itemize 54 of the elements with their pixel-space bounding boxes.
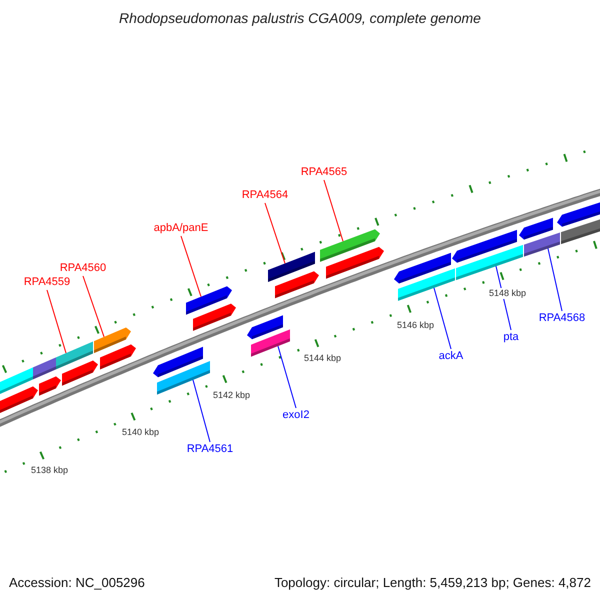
- gene-bar: [326, 246, 384, 279]
- gene-bar: [153, 346, 203, 378]
- gene-bar: [193, 304, 236, 331]
- leader-line: [324, 180, 344, 242]
- gene-bar: [557, 200, 600, 227]
- gene-bar: [62, 360, 98, 386]
- leader-line: [192, 379, 210, 442]
- gene-bar: [275, 271, 319, 298]
- position-label: 5138 kbp: [31, 465, 68, 476]
- position-label: 5148 kbp: [489, 288, 526, 299]
- gene-bar: [39, 376, 61, 396]
- gene-bar: [394, 252, 451, 284]
- gene-bar: [251, 329, 290, 357]
- leader-line: [548, 248, 562, 312]
- gene-label: RPA4565: [300, 166, 348, 179]
- footer-text: Topology: circular; Length: 5,459,213 bp; Genes: 4,872: [274, 575, 591, 590]
- gene-bar: [157, 361, 210, 395]
- gene-bar: [94, 328, 131, 354]
- gene-bar: [0, 367, 33, 395]
- gene-label: pta: [503, 331, 519, 344]
- gene-bar: [186, 286, 232, 315]
- gene-label: exoI2: [282, 409, 310, 422]
- gene-bar: [33, 357, 56, 380]
- gene-bar: [456, 244, 523, 280]
- position-label: 5140 kbp: [122, 427, 160, 438]
- position-label: 5146 kbp: [397, 320, 434, 331]
- gene-bar: [247, 315, 283, 340]
- leader-line: [180, 236, 202, 298]
- gene-bar: [398, 268, 455, 301]
- gene-bar: [268, 252, 315, 282]
- leader-line: [46, 290, 66, 354]
- leader-line: [264, 202, 286, 264]
- position-label: 5144 kbp: [304, 353, 342, 364]
- gene-label: RPA4561: [186, 443, 234, 456]
- gene-bar: [561, 217, 600, 244]
- footer-text: Accession: NC_005296: [9, 575, 145, 590]
- gene-bar: [100, 344, 136, 370]
- gene-bar: [519, 218, 553, 240]
- gene-bar: [56, 342, 93, 370]
- gene-bar: [524, 232, 560, 257]
- gene-label: RPA4564: [242, 189, 288, 202]
- gene-bar: [0, 386, 38, 416]
- gene-label: apbA/panE: [154, 222, 208, 235]
- gene-label: ackA: [438, 350, 464, 363]
- leader-line: [434, 287, 452, 350]
- gene-label: RPA4559: [24, 276, 70, 289]
- gene-bar: [320, 229, 380, 262]
- position-label: 5142 kbp: [213, 390, 250, 401]
- title: Rhodopseudomonas palustris CGA009, complete genome: [118, 9, 482, 27]
- leader-line: [82, 276, 104, 338]
- leader-line: [278, 346, 296, 408]
- gene-label: RPA4560: [60, 262, 106, 275]
- gene-bar: [452, 230, 517, 263]
- gene-label: RPA4568: [538, 312, 586, 325]
